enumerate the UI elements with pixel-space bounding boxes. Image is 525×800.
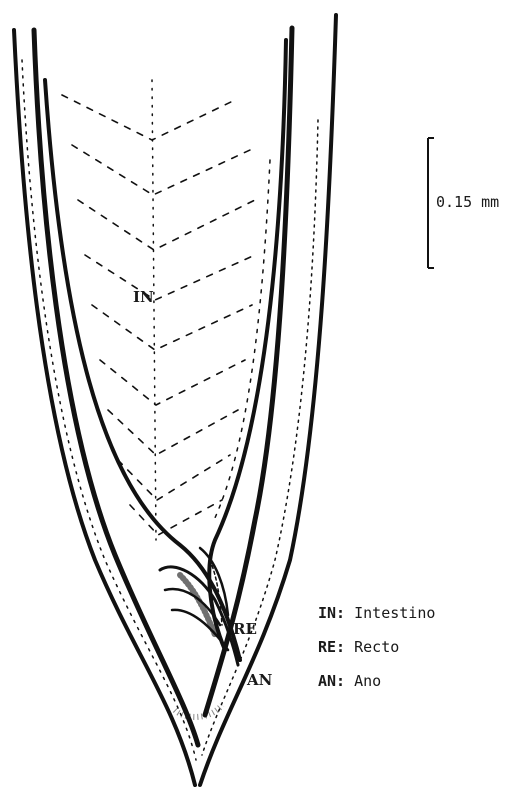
label-rectum: RE (233, 620, 257, 638)
legend-text: Ano (354, 672, 381, 690)
legend-item-rectum: RE: Recto (318, 637, 435, 671)
intestinal-folds (62, 95, 255, 535)
body-wall (14, 15, 336, 785)
label-intestine: IN (133, 288, 154, 306)
legend: IN: Intestino RE: Recto AN: Ano (318, 603, 435, 705)
legend-item-intestine: IN: Intestino (318, 603, 435, 637)
body-wall-right-inner (205, 28, 292, 715)
scale-bar (428, 138, 434, 268)
scale-bar-label: 0.15 mm (436, 193, 499, 211)
legend-abbr: RE: (318, 638, 345, 656)
intestine-midline (152, 80, 156, 540)
legend-text: Intestino (354, 604, 435, 622)
body-wall-left-inner (34, 30, 198, 745)
legend-text: Recto (354, 638, 399, 656)
legend-item-anus: AN: Ano (318, 671, 435, 705)
label-anus: AN (246, 671, 273, 689)
legend-abbr: AN: (318, 672, 345, 690)
legend-abbr: IN: (318, 604, 345, 622)
